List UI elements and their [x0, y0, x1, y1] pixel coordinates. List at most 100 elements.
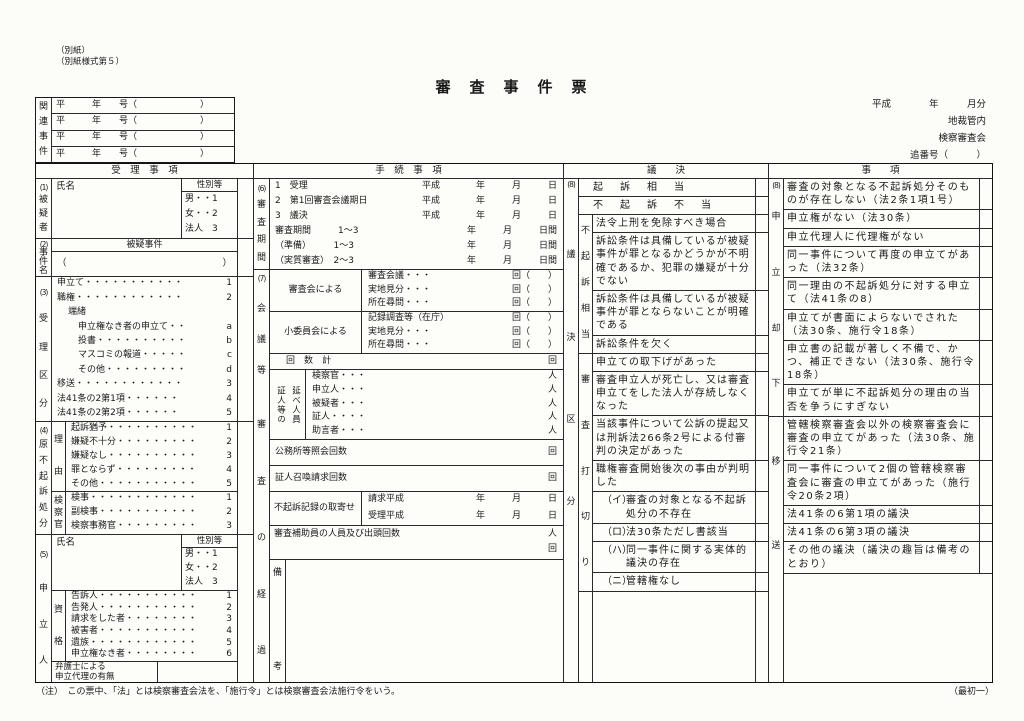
tally-cell[interactable]: [979, 542, 992, 573]
person-count-field[interactable]: 人: [547, 371, 557, 382]
tally-cell[interactable]: [979, 505, 992, 524]
tally-cell[interactable]: [755, 573, 768, 591]
suspect-content: 氏名 性別等 男・・1 女・・2 法人 3: [52, 179, 237, 238]
attachment-note-line1: （別紙）: [56, 46, 91, 56]
remarks-field[interactable]: [286, 560, 563, 682]
tally-cell[interactable]: [755, 290, 768, 335]
meeting-label: 所在尋問・・・: [368, 298, 432, 309]
entry-cell[interactable]: [237, 239, 253, 276]
duration-blank-field[interactable]: 年 月 日間: [466, 240, 557, 251]
period-label: （実質審査） 2～3: [275, 255, 354, 266]
tally-cell[interactable]: [755, 461, 768, 492]
count-blank-field[interactable]: 回（ ）: [511, 312, 557, 323]
tally-cell[interactable]: [755, 371, 768, 416]
tally-cell[interactable]: [979, 524, 992, 542]
tally-cell[interactable]: [979, 385, 992, 416]
tally-cell[interactable]: [979, 246, 992, 278]
tally-cell[interactable]: [755, 197, 768, 214]
duration-blank-field[interactable]: 年 月 日間: [466, 225, 557, 236]
tally-cell[interactable]: [755, 416, 768, 460]
table-body: (1) 被 疑 者 氏名 性別等 男・・1: [36, 179, 992, 682]
tally-cell[interactable]: [755, 335, 768, 353]
tally-cell[interactable]: [979, 309, 992, 340]
resolution-subitem: （ニ）管轄権なし: [593, 573, 768, 591]
date-blank-field[interactable]: 平成 年 月 日: [421, 195, 557, 206]
original-disposition-section: (4) 原 不 起 訴 処 分 理 由: [36, 422, 253, 535]
count-blank-field[interactable]: 回（ ）: [511, 326, 557, 337]
resolution-item: 同一事件について再度の申立てがあった（法32条）: [784, 246, 992, 279]
reason-list: 起訴猶予・・・・・・・・・・1 嫌疑不十分・・・・・・・・・2 嫌疑なし・・・・…: [66, 422, 237, 491]
tally-cell[interactable]: [979, 340, 992, 385]
related-case-row[interactable]: 平 年 号（ ）: [52, 114, 234, 131]
vlabel-char: 審: [580, 375, 590, 386]
header-resolution-b: 事 項: [861, 164, 900, 176]
attorney-label: 弁護士による 申立代理の有無: [52, 662, 158, 682]
tally-cell[interactable]: [755, 541, 768, 573]
tally-cell[interactable]: [979, 461, 992, 505]
inquiry-count-field[interactable]: 回: [547, 446, 557, 457]
tally-cell[interactable]: [979, 210, 992, 228]
applicant-vlabel: (5) 申 立 人: [36, 535, 52, 682]
vlabel-char: 区: [38, 371, 48, 382]
vlabel-char: 資: [53, 604, 63, 615]
duration-blank-field[interactable]: 年 月 日間: [466, 255, 557, 266]
related-case-row[interactable]: 平 年 号（ ）: [52, 131, 234, 147]
person-count-field[interactable]: 人: [547, 426, 557, 437]
resolution-subitem: （ハ）同一事件に関する実体的議決の存在: [593, 541, 768, 574]
count-blank-field[interactable]: 回（ ）: [511, 340, 557, 351]
count-blank-field[interactable]: 回（ ）: [511, 284, 557, 295]
date-blank-field[interactable]: 年 月 日: [475, 494, 557, 505]
qualification-vlabel: 資 格: [52, 591, 66, 661]
person-label: 被疑者・・・: [312, 398, 367, 409]
date-blank-field[interactable]: 年 月 日: [475, 510, 557, 521]
tally-cell[interactable]: [755, 353, 768, 371]
assistant-count-field[interactable]: 回: [547, 543, 557, 554]
related-case-row[interactable]: 平 年 号（ ）: [56, 148, 210, 159]
resolution-right-empty-area[interactable]: [784, 574, 992, 682]
period-label: （準備） 1～3: [275, 240, 354, 251]
records-receipt-line: 受理平成年 月 日: [362, 509, 563, 526]
section-no: (3): [39, 287, 49, 297]
tally-cell[interactable]: [979, 228, 992, 246]
subitem-mark: （ロ）: [602, 526, 632, 538]
person-count-field[interactable]: 人: [547, 398, 557, 409]
vlabel-char: 会: [256, 303, 266, 314]
reason-code: 2: [226, 436, 232, 447]
summon-count-field[interactable]: 回: [547, 472, 557, 483]
meeting-group-subcommittee: 小委員会による 記録調査等（在庁）回（ ） 実地見分・・・回（ ） 所在尋問・・…: [270, 312, 563, 353]
assistant-blank[interactable]: [404, 526, 535, 559]
meeting-rows: 記録調査等（在庁）回（ ） 実地見分・・・回（ ） 所在尋問・・・回（ ）: [362, 312, 563, 353]
tally-cell[interactable]: [979, 416, 992, 461]
applicant-name-field[interactable]: 氏名: [52, 535, 181, 590]
tally-cell[interactable]: [755, 179, 768, 196]
applicant-name-block: 氏名 性別等 男・・1 女・・2 法人 3: [52, 535, 237, 591]
entry-cell[interactable]: [237, 422, 253, 534]
tally-cell[interactable]: [979, 179, 992, 210]
disposition-reason-group: 理 由 起訴猶予・・・・・・・・・・1 嫌疑不十分・・・・・・・・・2 嫌疑なし…: [52, 422, 237, 493]
person-count-field[interactable]: 人: [547, 412, 557, 423]
entry-cell[interactable]: [237, 535, 253, 682]
entry-cell[interactable]: [237, 277, 253, 421]
count-blank-field[interactable]: 回（ ）: [511, 270, 557, 281]
count-blank-field[interactable]: 回（ ）: [511, 298, 557, 309]
suspect-name-field[interactable]: 氏名: [52, 179, 181, 238]
tally-cell[interactable]: [755, 591, 768, 682]
total-count-field[interactable]: 回: [547, 355, 557, 366]
tally-cell[interactable]: [755, 492, 768, 523]
entry-cell[interactable]: [237, 179, 253, 238]
related-case-row[interactable]: 平 年 号（ ）: [52, 98, 234, 115]
tally-cell[interactable]: [755, 523, 768, 541]
case-name-field[interactable]: （ ）: [52, 252, 237, 276]
date-blank-field[interactable]: 平成 年 月 日: [421, 210, 557, 221]
tally-cell[interactable]: [755, 233, 768, 290]
empty-cell[interactable]: [593, 592, 755, 683]
tally-cell[interactable]: [979, 278, 992, 309]
attorney-answer-field[interactable]: [158, 662, 237, 682]
date-blank-field[interactable]: 平成 年 月 日: [421, 180, 557, 191]
assistant-person-field[interactable]: 人: [547, 529, 557, 540]
header-reception: 受 理 事 項: [36, 164, 254, 178]
person-count-field[interactable]: 人: [547, 384, 557, 395]
vlabel-char: 間: [256, 252, 266, 263]
tally-cell[interactable]: [755, 215, 768, 233]
